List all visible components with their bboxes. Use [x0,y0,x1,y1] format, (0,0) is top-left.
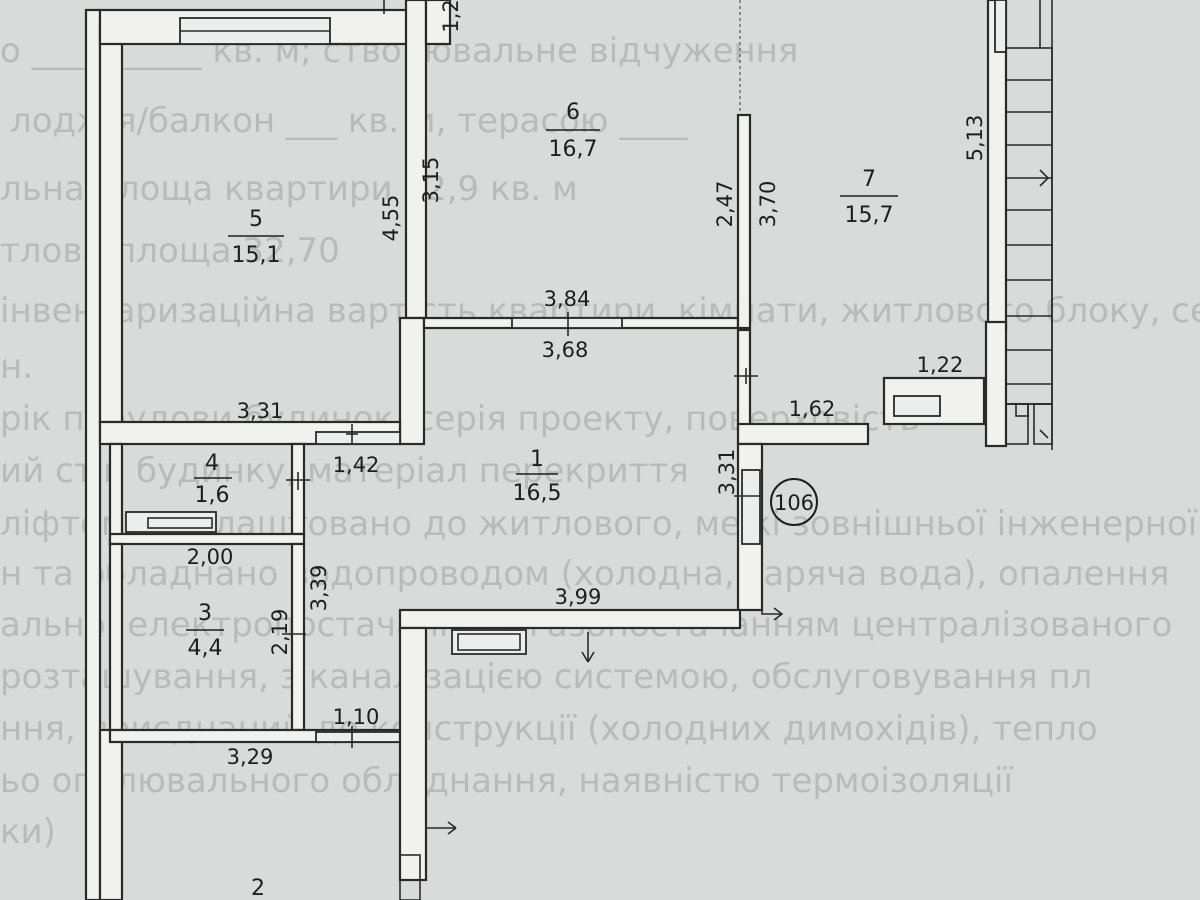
stub-wall [424,0,452,46]
wall-5-hall [398,316,426,446]
room-1-area: 16,5 [513,481,562,506]
room-5-area: 15,1 [232,243,281,268]
room-labels: 1 16,5 2 3 4,4 4 1,6 5 15,1 6 16,7 7 [186,100,898,900]
south-wall-hall [398,608,742,630]
door-room3 [315,731,401,743]
room-3-number: 3 [198,601,212,626]
apartment-number-badge: 106 [770,478,818,526]
room-2-number: 2 [251,876,265,900]
dim-1-42: 1,42 [333,453,380,477]
arrow-marker [426,821,457,835]
dim-3-68: 3,68 [542,338,589,362]
south-wall-room4 [108,532,306,546]
room-3-label: 3 4,4 [186,601,224,661]
room-6-area: 16,7 [549,137,598,162]
room-7-number: 7 [862,167,876,192]
dimensions: 1,2 4,55 3,15 2,47 3,70 5,13 3,84 3,68 1… [187,0,987,769]
bg-line: н та обладнано водопроводом (холодна, га… [0,554,1169,594]
dim-2-47: 2,47 [713,181,737,228]
dim-5-13: 5,13 [963,115,987,162]
room-1-number: 1 [530,447,544,472]
apartment-number: 106 [774,491,814,515]
room-4-number: 4 [205,451,219,476]
bg-line: тлова площа 32,70 [0,231,340,271]
west-wall-room5 [98,20,124,424]
bg-line: ки) [0,812,56,852]
room-7-area: 15,7 [845,203,894,228]
room-3-area: 4,4 [188,636,223,661]
room-5-number: 5 [249,207,263,232]
room-4-label: 4 1,6 [194,451,232,508]
walls [84,0,1053,900]
dim-4-55: 4,55 [379,195,403,242]
dim-3-15: 3,15 [419,157,443,204]
dim-1-2: 1,2 [439,0,463,33]
bg-line: н. [0,347,33,387]
west-wall-room2 [98,728,124,900]
dim-1-10: 1,10 [333,705,380,729]
east-wall-room3 [290,542,306,732]
radiator-room7 [893,395,941,417]
arrow-marker [581,632,595,663]
bg-line: ьо опалювального обладнання, наявністю т… [0,761,1013,801]
dim-2-19: 2,19 [268,609,292,656]
door-room4 [315,431,401,445]
room-6-number: 6 [566,100,580,125]
door-room6 [511,317,623,329]
dim-3-70: 3,70 [756,181,780,228]
bg-line: розташування, з каналізацією системою, о… [0,657,1092,697]
west-outer-wall [84,8,102,900]
dim-3-39: 3,39 [307,565,331,612]
dim-1-62: 1,62 [789,397,836,421]
dim-3-99: 3,99 [555,585,602,609]
arrow-marker [761,606,784,621]
west-wall-room3 [108,542,124,732]
room-6-label: 6 16,7 [546,100,600,162]
dim-3-31-side: 3,31 [715,449,739,496]
room-5-label: 5 15,1 [228,207,284,268]
room-7-label: 7 15,7 [840,167,898,228]
dim-3-84: 3,84 [544,287,591,311]
wall-room2-east [398,626,428,882]
entrance-door [741,469,761,545]
apartment-number-circle [770,478,818,526]
fixture-room4 [125,511,217,533]
dim-1-22: 1,22 [917,353,964,377]
dim-2-00: 2,00 [187,545,234,569]
dim-3-31-top: 3,31 [237,399,284,423]
room-4-area: 1,6 [195,483,230,508]
room-2-label: 2 [251,876,265,900]
west-wall-room4 [108,442,124,546]
room-1-label: 1 16,5 [513,447,562,506]
south-wall-room7 [736,422,870,446]
wall-6-7 [736,113,752,330]
wall-hall-7 [736,328,752,432]
window-room7 [994,0,1007,53]
dim-3-29: 3,29 [227,745,274,769]
east-wall-lower [984,320,1008,448]
